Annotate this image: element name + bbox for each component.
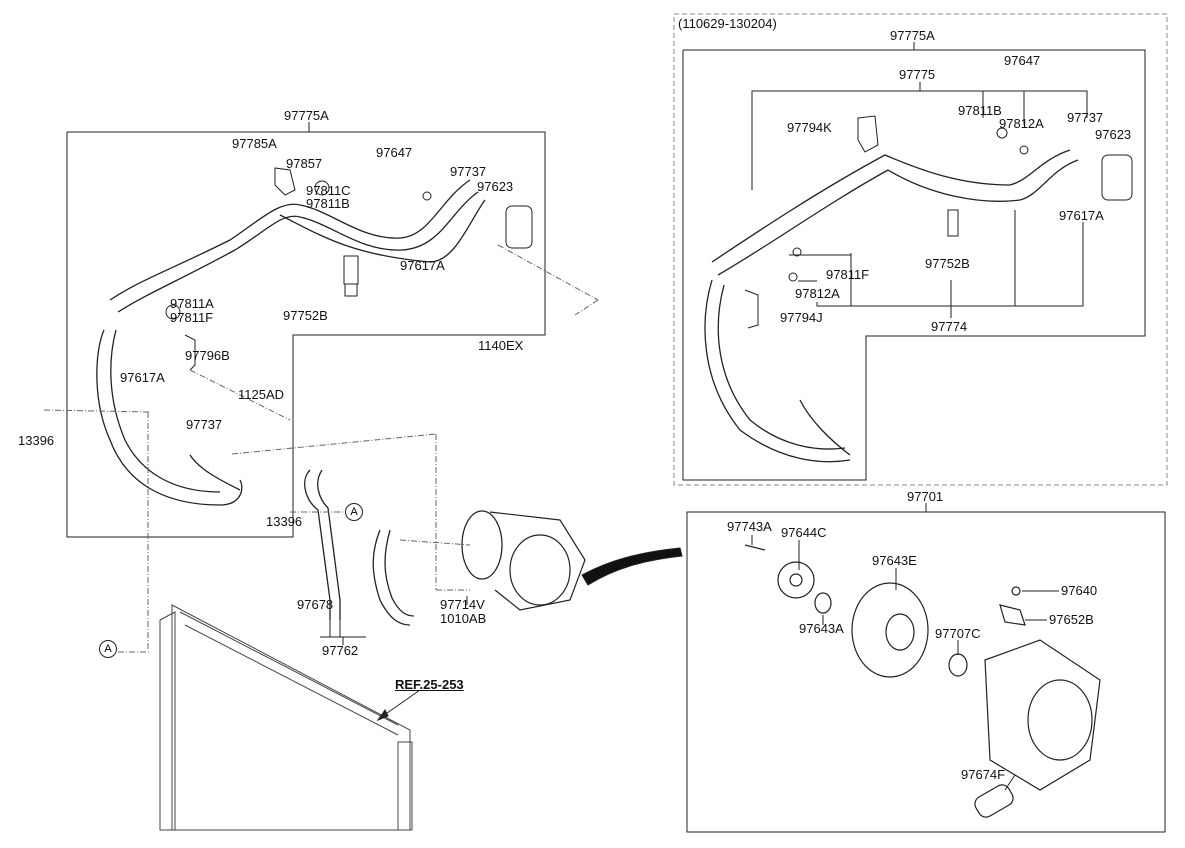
part-label: 97623 [477, 179, 514, 194]
part-label: 97762 [322, 643, 359, 658]
part-label: 1140EX [478, 338, 524, 353]
connection-marker-a: A [345, 503, 363, 521]
part-label: 97623 [1095, 127, 1132, 142]
part-label: 97737 [1067, 110, 1104, 125]
part-label: 13396 [266, 514, 303, 529]
part-label: 97647 [376, 145, 413, 160]
part-label: 97678 [297, 597, 334, 612]
part-label: 97794K [787, 120, 832, 135]
part-label: 97640 [1061, 583, 1098, 598]
part-label: 97812A [999, 116, 1044, 131]
part-label: 97737 [450, 164, 487, 179]
part-label: 97811C [306, 183, 351, 198]
part-label: 97643A [799, 621, 844, 636]
part-label: 97617A [400, 258, 445, 273]
part-label: 97775 [899, 67, 936, 82]
connection-marker-a: A [99, 640, 117, 658]
part-label: 97785A [232, 136, 277, 151]
part-label: 97775A [890, 28, 935, 43]
part-label: 97737 [186, 417, 223, 432]
part-label: 97796B [185, 348, 230, 363]
part-label: 97617A [1059, 208, 1104, 223]
part-label: 97674F [961, 767, 1006, 782]
part-label: 97743A [727, 519, 772, 534]
part-label: 97811F [826, 267, 870, 282]
part-label: 97714V [440, 597, 485, 612]
part-label: 97707C [935, 626, 981, 641]
part-label: 97794J [780, 310, 823, 325]
part-label: 13396 [18, 433, 55, 448]
part-label: 97752B [283, 308, 328, 323]
date-range-label: (110629-130204) [678, 16, 777, 31]
part-label: 97812A [795, 286, 840, 301]
variant-dashed-box [673, 13, 1168, 486]
compressor-assembly-frame [686, 511, 1166, 833]
part-label: 1125AD [238, 387, 285, 402]
part-label: 97701 [907, 489, 944, 504]
part-label: 97617A [120, 370, 165, 385]
part-label: 97652B [1049, 612, 1094, 627]
left-assembly-frame [66, 131, 546, 538]
right-assembly-frame [682, 49, 1146, 481]
part-label: 97775A [284, 108, 329, 123]
reference-link[interactable]: REF.25-253 [395, 677, 464, 692]
part-label: 97643E [872, 553, 917, 568]
part-label: 97811A [170, 296, 214, 311]
part-label: 97811F [170, 310, 214, 325]
part-label: 97811B [306, 196, 350, 211]
part-label: 97644C [781, 525, 827, 540]
part-label: 97811B [958, 103, 1002, 118]
part-label: 1010AB [440, 611, 487, 626]
part-label: 97647 [1004, 53, 1041, 68]
part-label: 97752B [925, 256, 970, 271]
part-label: 97857 [286, 156, 323, 171]
part-label: 97774 [931, 319, 968, 334]
